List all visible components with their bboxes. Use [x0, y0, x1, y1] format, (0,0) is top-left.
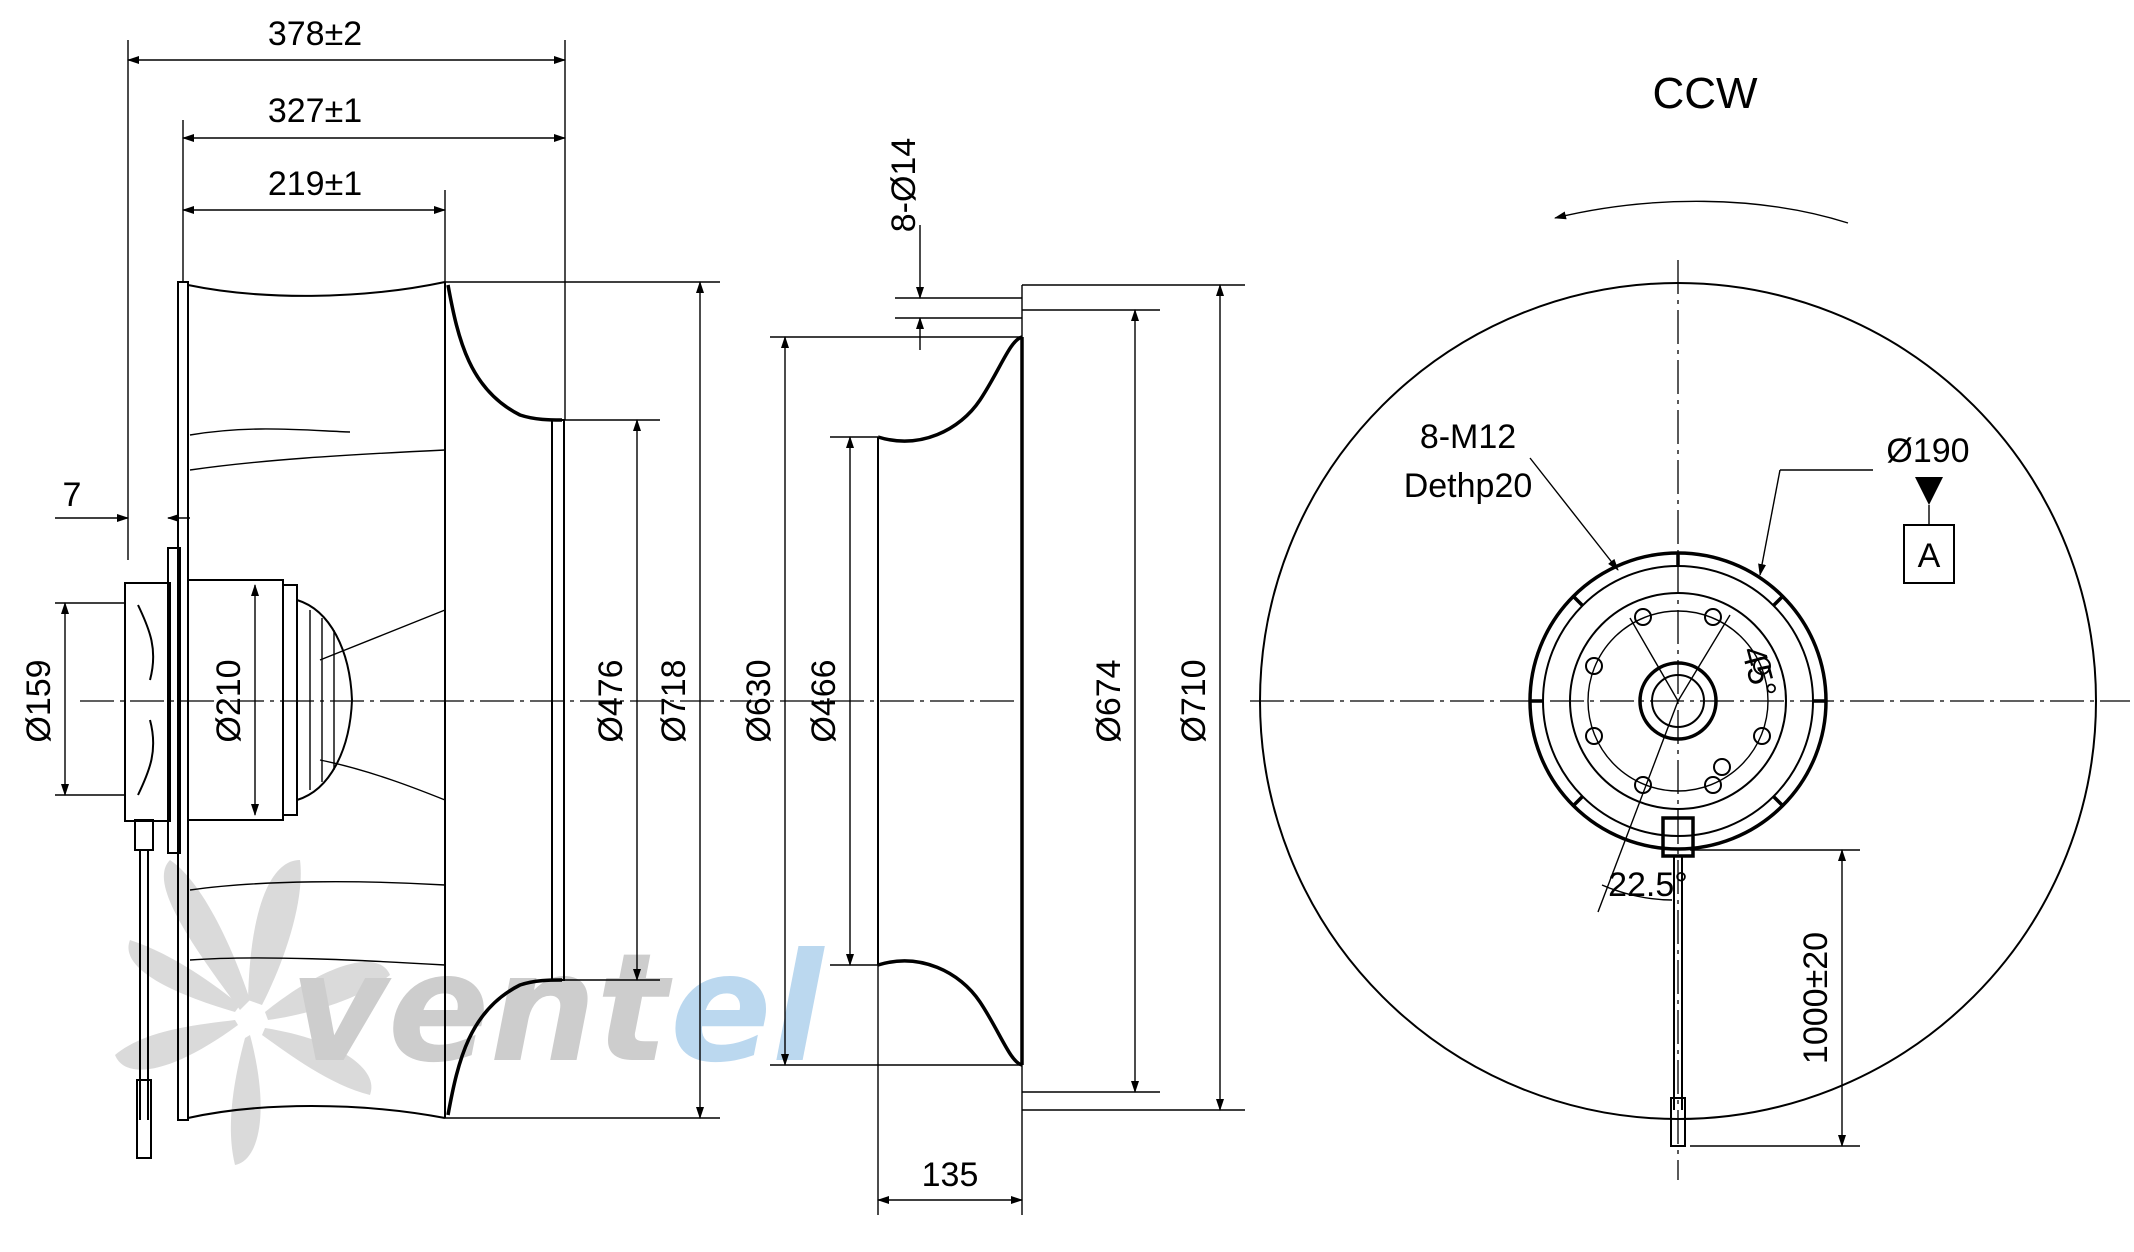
holes-label: 8-Ø14: [885, 138, 923, 233]
impeller-outline: [1259, 282, 2097, 1120]
blade-line: [319, 759, 446, 801]
blade-line: [189, 449, 446, 471]
dia-shaft-label: Ø159: [20, 659, 58, 742]
dia-bolt-label: Ø674: [1090, 659, 1128, 742]
bolt-hole: [1704, 776, 1722, 794]
cable-end: [136, 1079, 152, 1159]
inlet-cone-top: [446, 284, 563, 422]
rotation-label: CCW: [1652, 69, 1758, 118]
blade-line: [319, 609, 446, 661]
dim-body-label: 327±1: [268, 92, 362, 130]
bolt-hole: [1585, 657, 1603, 675]
angle-ray: [1629, 617, 1679, 702]
angle-22-label: 22.5°: [1608, 866, 1688, 904]
motor-back-cover: [124, 582, 171, 822]
angle-arc: [1601, 884, 1673, 901]
dim-impeller-label: 219±1: [268, 165, 362, 203]
blade-line: [189, 881, 446, 891]
dim-flange-label: 7: [63, 476, 82, 514]
dia-ring-label: Ø630: [740, 659, 778, 742]
angle-ray: [1597, 700, 1679, 913]
motor-cover-detail: [137, 604, 155, 796]
hub-marker: [1713, 758, 1731, 776]
hub-bolt-circle: [1587, 610, 1769, 792]
nozzle-curve-bottom: [877, 959, 1023, 1067]
impeller-top-edge: [187, 281, 446, 297]
cable-gland: [134, 819, 154, 851]
watermark-text-grey: vent: [290, 922, 673, 1096]
bolt-hole: [1585, 727, 1603, 745]
depth-label: 135: [922, 1156, 979, 1194]
blade-line: [189, 428, 351, 436]
motor-ring: [282, 584, 298, 816]
nozzle-view-dimensions: Ø630 Ø466 Ø674 Ø710 8-Ø14 135: [740, 138, 1245, 1215]
side-view: [80, 281, 1020, 1159]
nozzle-view: [877, 285, 1024, 1110]
dia-nozzle-outer-label: Ø710: [1175, 659, 1213, 742]
front-view: CCW: [1250, 69, 2130, 1180]
thread-label: 8-M12: [1420, 418, 1516, 456]
dia-outer-label: Ø718: [655, 659, 693, 742]
hub-bolts: [1585, 608, 1771, 794]
motor-dome: [296, 599, 354, 801]
rib: [1771, 794, 1785, 808]
thread-leader: [1529, 457, 1619, 571]
dia-inlet-label: Ø476: [592, 659, 630, 742]
hub-dia-label: Ø190: [1886, 432, 1969, 470]
hub-shaft-inner: [1651, 674, 1705, 728]
dia-throat-label: Ø466: [805, 659, 843, 742]
inlet-ring: [551, 419, 565, 981]
datum-label: A: [1918, 537, 1941, 575]
angle-45-label: 45°: [1734, 642, 1784, 702]
watermark-text-blue: el: [670, 922, 826, 1096]
cable-length-label: 1000±20: [1797, 932, 1835, 1064]
bolt-hole: [1753, 727, 1771, 745]
nozzle-curve-top: [877, 335, 1023, 443]
inlet-cone-bottom: [446, 978, 563, 1116]
hub-leader: [1758, 469, 1781, 576]
rotation-arrow: [1554, 200, 1849, 224]
rib: [1771, 594, 1785, 608]
dia-motor-label: Ø210: [210, 659, 248, 742]
blade-line: [189, 957, 446, 966]
angle-ray: [1677, 614, 1731, 702]
cable-gland-front: [1661, 816, 1695, 858]
rib: [1571, 794, 1585, 808]
cable-front-end: [1670, 1097, 1686, 1147]
datum-box: [1903, 524, 1955, 584]
watermark-fan-icon: [115, 860, 390, 1165]
hub-ribs: [1530, 553, 1826, 808]
hub-inner-ring: [1569, 592, 1787, 810]
bolt-hole: [1753, 657, 1771, 675]
datum-triangle: [1915, 477, 1943, 505]
bolt-hole: [1634, 608, 1652, 626]
watermark: vent el: [115, 860, 826, 1165]
side-view-dimensions: 378±2 327±1 219±1 7 Ø159 Ø210 Ø476 Ø718: [20, 15, 720, 1119]
hub-shaft-outer: [1638, 661, 1718, 741]
motor-flange: [167, 547, 181, 854]
thread-depth-label: Dethp20: [1404, 467, 1533, 505]
bolt-hole: [1704, 608, 1722, 626]
impeller-bottom-edge: [187, 1105, 446, 1119]
dim-overall-label: 378±2: [268, 15, 362, 53]
rib: [1571, 594, 1585, 608]
